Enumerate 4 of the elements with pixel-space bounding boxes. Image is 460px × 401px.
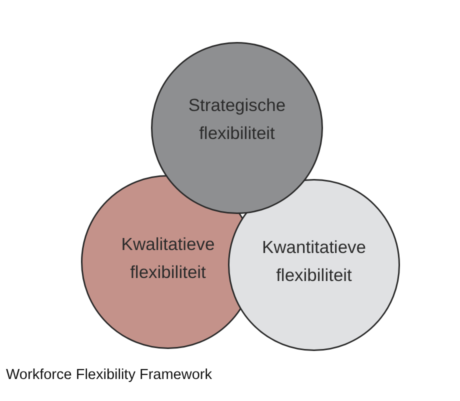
caption: Workforce Flexibility Framework bbox=[6, 367, 212, 383]
circle-label: Kwantitatieve flexibiliteit bbox=[260, 236, 368, 287]
circle-label: Kwalitatieve flexibiliteit bbox=[120, 233, 216, 284]
circle-label: Strategische flexibiliteit bbox=[187, 94, 287, 145]
